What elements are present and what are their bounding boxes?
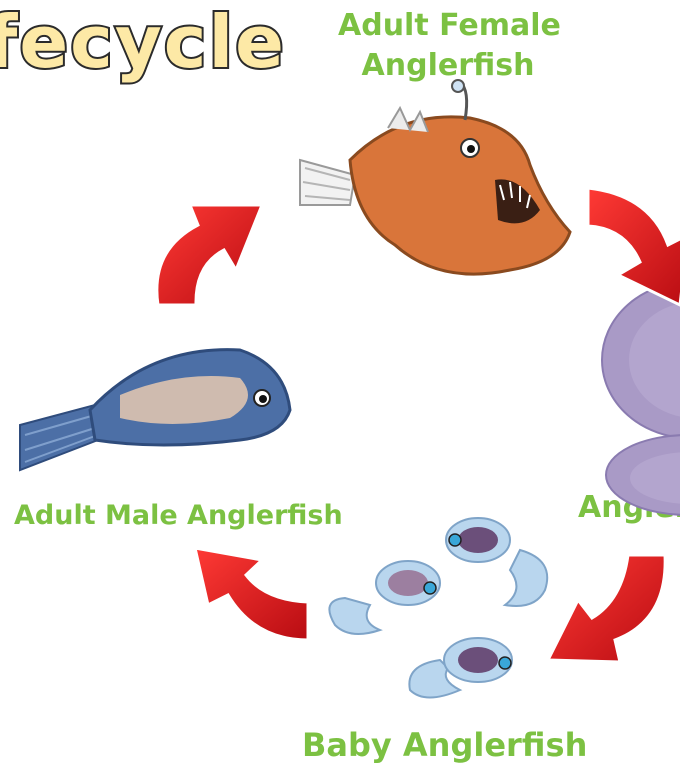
arrow-male-to-female [157,205,262,305]
baby-anglerfish-2 [446,518,547,606]
arrow-female-to-eggs [588,188,680,305]
egg-mass [602,282,680,515]
female-anglerfish [300,80,570,274]
male-anglerfish [20,350,290,470]
arrow-baby-to-male [195,548,308,640]
baby-anglerfish-1 [329,561,440,634]
arrow-eggs-to-baby [548,555,665,662]
baby-anglerfish-3 [409,638,512,698]
